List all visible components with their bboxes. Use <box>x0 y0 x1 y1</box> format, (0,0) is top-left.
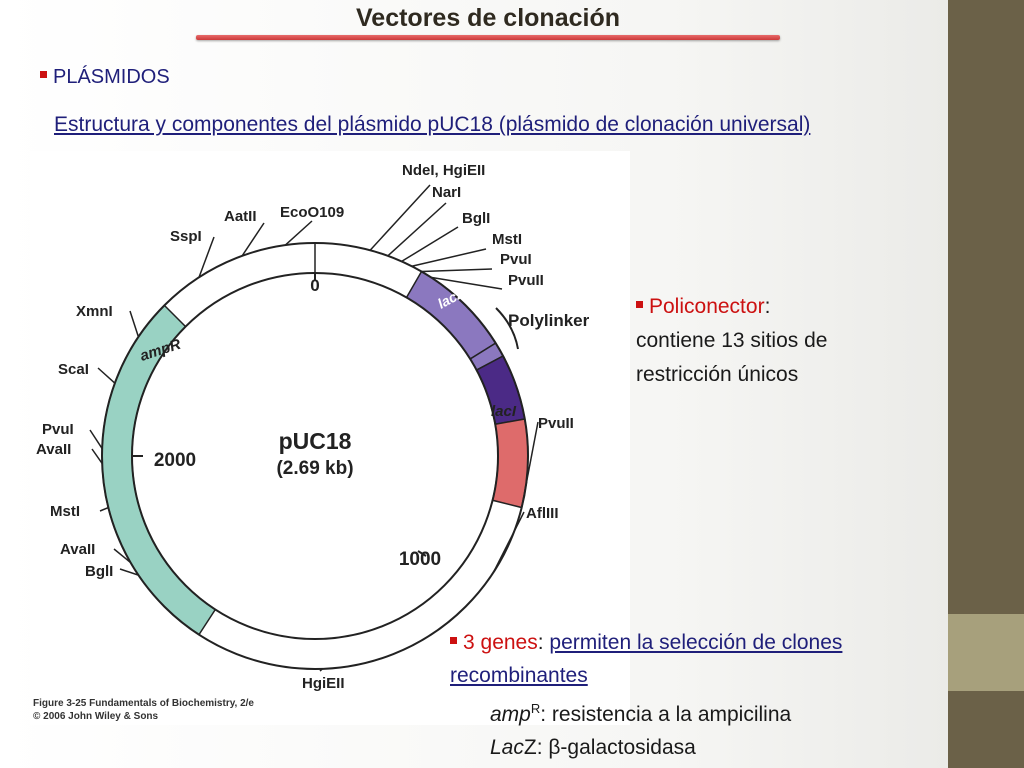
plasmid-name: pUC18 <box>279 428 352 454</box>
site-leader-line <box>97 367 116 384</box>
site-label-xmni: XmnI <box>76 303 113 320</box>
site-leader-line <box>369 184 431 251</box>
site-leader-line <box>319 668 323 672</box>
amp-sup: R <box>530 701 541 716</box>
pos-label-1000: 1000 <box>399 549 441 570</box>
site-leader-line <box>91 448 103 464</box>
genes-line-1a: permiten la selección de clones <box>549 631 843 654</box>
bullet-icon <box>636 300 643 308</box>
section-label: PLÁSMIDOS <box>53 66 170 88</box>
site-label-ecoo109: EcoO109 <box>280 204 344 221</box>
lacz-name: Lac <box>490 736 524 759</box>
plasmid-size: (2.69 kb) <box>276 458 353 479</box>
site-label-msti-left: MstI <box>50 503 80 520</box>
caption-line-2: © 2006 John Wiley & Sons <box>33 711 159 722</box>
polylinker-label: Polylinker <box>508 311 590 330</box>
site-leader-line <box>99 506 109 512</box>
pos-label-0: 0 <box>310 276 319 295</box>
site-label-bgli-left: BglI <box>85 563 113 580</box>
site-label-msti: MstI <box>492 231 522 248</box>
site-leader-line <box>430 276 503 290</box>
policonector-colon: : <box>764 295 771 318</box>
site-label-ndei: NdeI, HgiEII <box>402 162 485 179</box>
site-label-hgieii: HgiEII <box>302 675 345 692</box>
policonector-line-1: contiene 13 sitios de <box>636 329 828 352</box>
plasmid-figure: 0 1000 2000 pUC18 (2.69 kb) lacZ' lacI a… <box>30 151 630 725</box>
bullet-icon <box>40 71 47 79</box>
policonector-label: Policonector <box>649 295 765 318</box>
figure-caption: Figure 3-25 Fundamentals of Biochemistry… <box>33 697 254 723</box>
site-leader-line <box>89 429 103 449</box>
site-leader-line <box>129 310 140 338</box>
site-leader-line <box>113 548 132 564</box>
site-leader-line <box>421 268 493 273</box>
site-label-pvui: PvuI <box>500 251 532 268</box>
side-bar-accent <box>948 614 1024 691</box>
tick-1000 <box>417 550 427 557</box>
site-leader-line <box>119 568 139 576</box>
site-leader-line <box>401 226 459 263</box>
site-label-scai: ScaI <box>58 361 89 378</box>
genes-line-1b: recombinantes <box>450 664 588 687</box>
pos-label-2000: 2000 <box>154 450 196 471</box>
site-label-pvuii-top: PvuII <box>508 272 544 289</box>
policonector-heading: Policonector: <box>636 290 827 324</box>
site-label-aatii: AatII <box>224 208 257 225</box>
site-leader-line <box>241 222 265 257</box>
lacz-desc: : β-galactosidasa <box>536 736 696 759</box>
genes-note: 3 genes: permiten la selección de clones… <box>450 626 945 764</box>
segment-lacz <box>405 270 497 361</box>
slide-subtitle: Estructura y componentes del plásmido pU… <box>54 113 811 136</box>
site-leader-line <box>411 248 487 267</box>
gene-label-laci: lacI <box>491 403 517 420</box>
bullet-icon <box>450 636 457 644</box>
policonector-note: Policonector: contiene 13 sitios de rest… <box>636 290 827 392</box>
site-label-afliii: AflIII <box>526 505 559 522</box>
site-label-sspi: SspI <box>170 228 202 245</box>
ring-outer <box>101 242 529 670</box>
genes-heading: 3 genes: permiten la selección de clones <box>450 626 945 659</box>
gene-amp: ampR: resistencia a la ampicilina <box>450 692 945 731</box>
site-leader-line <box>198 236 215 278</box>
site-leader-line <box>387 202 447 257</box>
title-underline <box>196 35 780 40</box>
slide-title: Vectores de clonación <box>356 4 620 32</box>
site-leader-line <box>492 511 525 573</box>
gene-lacz: LacZ: β-galactosidasa <box>450 731 945 764</box>
policonector-line-2: restricción únicos <box>636 363 799 386</box>
genes-colon: : <box>537 631 544 654</box>
lacz-letter: Z <box>523 736 537 759</box>
section-bullet: PLÁSMIDOS <box>40 66 170 89</box>
genes-label: 3 genes <box>463 631 538 654</box>
polylinker-bracket <box>495 307 519 350</box>
site-label-nari: NarI <box>432 184 461 201</box>
site-leader-line <box>284 220 313 246</box>
site-label-avaii: AvaII <box>36 441 71 458</box>
amp-desc: : resistencia a la ampicilina <box>540 703 792 726</box>
site-leader-line <box>520 421 539 508</box>
plasmid-map: 0 1000 2000 pUC18 (2.69 kb) lacZ' lacI a… <box>36 162 590 692</box>
site-label-pvuii-right: PvuII <box>538 415 574 432</box>
site-label-bgli: BglI <box>462 210 490 227</box>
site-label-avaii-low: AvaII <box>60 541 95 558</box>
amp-name: amp <box>490 703 531 726</box>
site-label-pvui-left: PvuI <box>42 421 74 438</box>
caption-line-1: Figure 3-25 Fundamentals of Biochemistry… <box>33 698 254 709</box>
